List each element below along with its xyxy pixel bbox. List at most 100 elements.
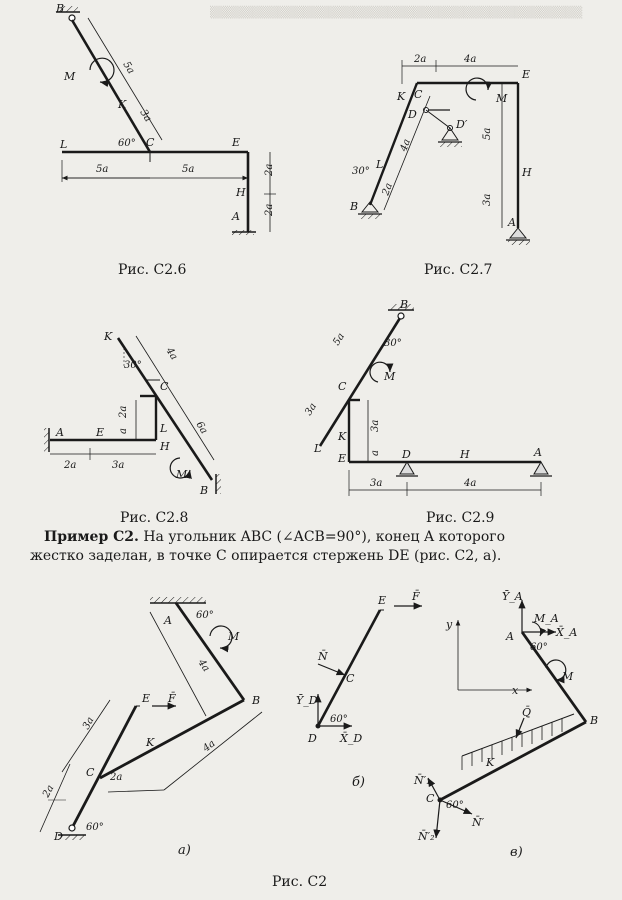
label-a: A (533, 446, 542, 459)
svg-text:3a: 3a (482, 194, 493, 206)
beam-bc (439, 720, 587, 802)
label-h: H (459, 448, 470, 461)
svg-text:60°: 60° (330, 714, 348, 725)
label-h: H (159, 440, 170, 453)
label-c: C (338, 380, 347, 393)
label-dprime: D′ (455, 118, 468, 131)
label-m: M (561, 670, 574, 683)
axis-x: x (512, 684, 519, 697)
figure-c2-a (39, 597, 263, 840)
label-c: C (426, 792, 435, 805)
rod-de (316, 609, 382, 727)
figure-c2-7-labels: 2a 4a K C E D M D′ 4a 5a 30° L H 2a 3a B… (349, 54, 532, 229)
label-f: F̄ (411, 590, 420, 603)
label-l: L (313, 442, 321, 455)
caption-fig-c2: Рис. С2 (272, 874, 328, 890)
svg-text:5a: 5a (482, 128, 493, 140)
label-n2: N̄′₂ (417, 830, 435, 843)
rod-de (70, 705, 138, 829)
figure-c2-7 (358, 60, 530, 245)
label-e: E (377, 594, 386, 607)
svg-text:2a: 2a (264, 204, 275, 217)
svg-text:60°: 60° (196, 610, 214, 621)
label-b: B (55, 2, 64, 15)
caption-fig-c2-9: Рис. С2.9 (426, 510, 495, 526)
svg-text:30°: 30° (124, 360, 142, 371)
label-c: C (414, 88, 423, 101)
label-b: B (251, 694, 260, 707)
axis-y: y (445, 618, 453, 631)
label-k: K (145, 736, 155, 749)
label-d: D (401, 448, 411, 461)
figure-c2-a-labels: A 60° 4a M E F̄ B 3a K C 2a 2a 4a D 60° … (40, 610, 260, 858)
svg-text:4a: 4a (398, 138, 413, 154)
example-line2: жестко заделан, в точке C опирается стер… (30, 548, 502, 564)
svg-text:3a: 3a (112, 460, 124, 471)
svg-text:60°: 60° (530, 642, 548, 653)
label-f: F̄ (167, 692, 176, 705)
label-h: H (521, 166, 532, 179)
svg-text:5a: 5a (96, 164, 108, 175)
svg-text:6a: 6a (193, 420, 209, 436)
label-d: D (53, 830, 63, 843)
label-d: D (307, 732, 317, 745)
svg-text:3a: 3a (370, 420, 381, 432)
label-n: N̄ (317, 650, 328, 663)
figure-c2-9 (318, 304, 552, 496)
svg-text:30°: 30° (384, 338, 402, 349)
svg-text:3a: 3a (303, 401, 319, 417)
svg-text:2a: 2a (109, 772, 122, 783)
label-a: A (505, 630, 514, 643)
svg-text:3a: 3a (81, 715, 97, 731)
label-b: B (349, 200, 358, 213)
svg-text:3a: 3a (370, 478, 382, 489)
figure-c2-9-labels: B 30° 5a M C 3a 3a K a L E D H A 3a 4a (303, 298, 542, 489)
label-c: C (346, 672, 355, 685)
svg-text:4a: 4a (463, 478, 476, 489)
svg-text:2a: 2a (380, 182, 395, 198)
subcaption-b: б) (352, 775, 365, 790)
label-c: C (160, 380, 169, 393)
svg-text:5a: 5a (182, 164, 194, 175)
svg-text:60°: 60° (118, 138, 136, 149)
label-n1: N̄′₁ (413, 774, 431, 787)
example-paragraph: Пример С2. На угольник ABC (∠ACB=90°), к… (30, 528, 600, 566)
figure-c2-8 (44, 335, 221, 494)
svg-text:5a: 5a (331, 331, 347, 347)
figure-c2-8-labels: K 30° 4a C 2a a L H A E 6a M B 2a 3a (55, 330, 209, 497)
label-a: A (163, 614, 172, 627)
label-m: M (63, 70, 76, 83)
svg-text:a: a (370, 450, 381, 456)
figure-c2-6-labels: B M 5a K 3a 60° C L E H A 5a 5a 2a 2a (55, 2, 275, 223)
label-m: M (175, 468, 188, 481)
svg-text:5a: 5a (120, 60, 136, 76)
figure-c2-b-labels: E F̄ N̄ C Ȳ_D 60° X̄_D D б) (296, 590, 420, 790)
label-a: A (231, 210, 240, 223)
label-b: B (399, 298, 408, 311)
example-line1: На угольник ABC (∠ACB=90°), конец A кото… (138, 529, 506, 545)
rod-bc (70, 19, 152, 153)
rod-bc (368, 82, 419, 206)
figure-c2-c-labels: Ȳ_A M_A A X̄_A 60° y x M Q̄ B K N̄′₁ C 6… (413, 590, 598, 860)
figure-c2-c (427, 600, 588, 839)
rod-bl (318, 317, 402, 447)
label-q: Q̄ (522, 706, 531, 719)
beam-ab (520, 631, 588, 723)
wall-hatch (58, 6, 78, 12)
subcaption-c: в) (510, 845, 523, 860)
bleed-through-text: ▒▒▒▒▒▒▒▒▒▒▒▒▒▒▒▒▒▒▒▒▒▒▒▒▒▒▒▒▒▒▒▒▒▒▒▒▒▒▒▒… (210, 6, 583, 19)
svg-text:2a: 2a (63, 460, 76, 471)
label-b: B (199, 484, 208, 497)
label-ma: M_A (533, 612, 559, 625)
svg-text:a: a (118, 428, 129, 434)
label-ya: Ȳ_A (502, 590, 523, 603)
svg-text:4a: 4a (200, 738, 217, 755)
beam-ab (174, 602, 246, 701)
beam-bc (99, 698, 245, 780)
label-k: K (396, 90, 406, 103)
label-c: C (86, 766, 95, 779)
label-m: M (383, 370, 396, 383)
label-xa: X̄_A (555, 626, 577, 639)
label-c: C (146, 136, 155, 149)
